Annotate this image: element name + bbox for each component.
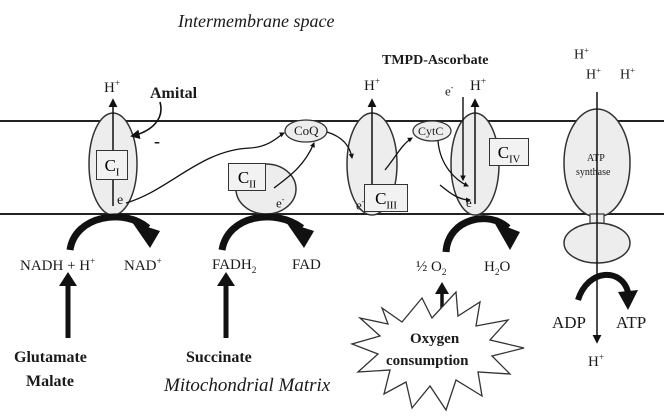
proton-c3: H+ [364,78,380,94]
amital-label: Amital [150,86,197,102]
oxygen-label-line2: consumption [386,354,469,369]
fadh2-oxidation-arrow [222,217,302,250]
electron-c1: e [117,194,123,208]
electron-c4: e [466,196,472,209]
coq-label: CoQ [294,124,319,137]
nad-label: NAD+ [124,258,162,274]
electron-c2: e- [276,196,284,209]
atp-synthesis-arrowhead [618,290,638,310]
succinate-label: Succinate [186,350,252,366]
fad-label: FAD [292,258,321,273]
complex-i-box: CI [96,150,128,180]
atp-synthase-label-line1: ATP [587,154,605,164]
glutamate-label: Glutamate [14,350,87,366]
nadh-oxidation-arrow [70,217,148,250]
half-o2-label: ½ O2 [416,260,447,278]
proton-c1: H+ [104,80,120,96]
complex-iii-box: CIII [364,184,408,212]
oxygen-starburst [352,292,524,410]
oxygen-input-arrowhead [435,282,449,294]
proton-atp-right: H+ [620,66,635,83]
mitochondrial-matrix-label: Mitochondrial Matrix [164,376,330,395]
glutamate-input-arrowhead [59,272,77,286]
amital-minus-sign: - [154,132,160,150]
electron-tmpd: e- [445,84,453,97]
fadh2-label: FADH2 [212,258,256,276]
oxygen-reduction-arrow [446,219,508,252]
atp-label: ATP [616,314,646,331]
complex-iv-box: CIV [489,138,529,166]
tmpd-ascorbate-label: TMPD-Ascorbate [382,54,489,68]
malate-label: Malate [26,374,74,390]
adp-label: ADP [552,314,586,331]
atp-synthase-label-line2: synthase [576,168,610,178]
intermembrane-space-label: Intermembrane space [178,12,334,30]
proton-atp-mid: H+ [586,66,601,83]
h2o-label: H2O [484,260,510,278]
complex-ii-box: CII [228,163,266,191]
proton-c4: H+ [470,78,486,94]
proton-atp-top: H+ [574,46,589,63]
nadh-label: NADH + H+ [20,258,95,274]
oxygen-label-line1: Oxygen [410,332,459,347]
proton-matrix: H+ [588,354,604,370]
cytc-label: CytC [418,125,443,137]
